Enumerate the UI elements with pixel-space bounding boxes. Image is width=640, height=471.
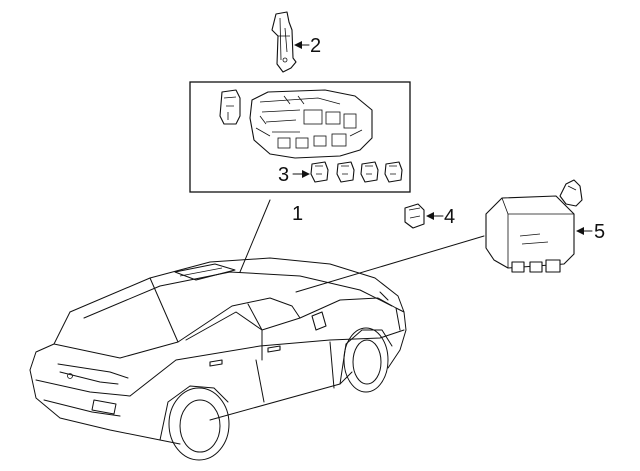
part-1-frame [189,81,411,193]
part-3-fuses [310,161,403,183]
part-4-connector [404,203,425,229]
callout-3: 3 [278,164,289,186]
relay [219,89,241,125]
arrow-4 [426,212,434,220]
callout-1: 1 [292,203,303,225]
arrow-2 [294,41,302,49]
arrow-3 [302,170,310,178]
arrow-5 [576,227,584,235]
vehicle-sedan [29,257,407,461]
leader-part-5-to-vehicle [295,235,485,293]
callout-5: 5 [594,221,605,243]
part-5-control-module [485,179,583,273]
fuse-box [249,89,373,159]
leader-part-1-to-vehicle [239,199,271,273]
part-2-bracket [271,11,297,73]
callout-2: 2 [310,35,321,57]
callout-4: 4 [444,206,455,228]
